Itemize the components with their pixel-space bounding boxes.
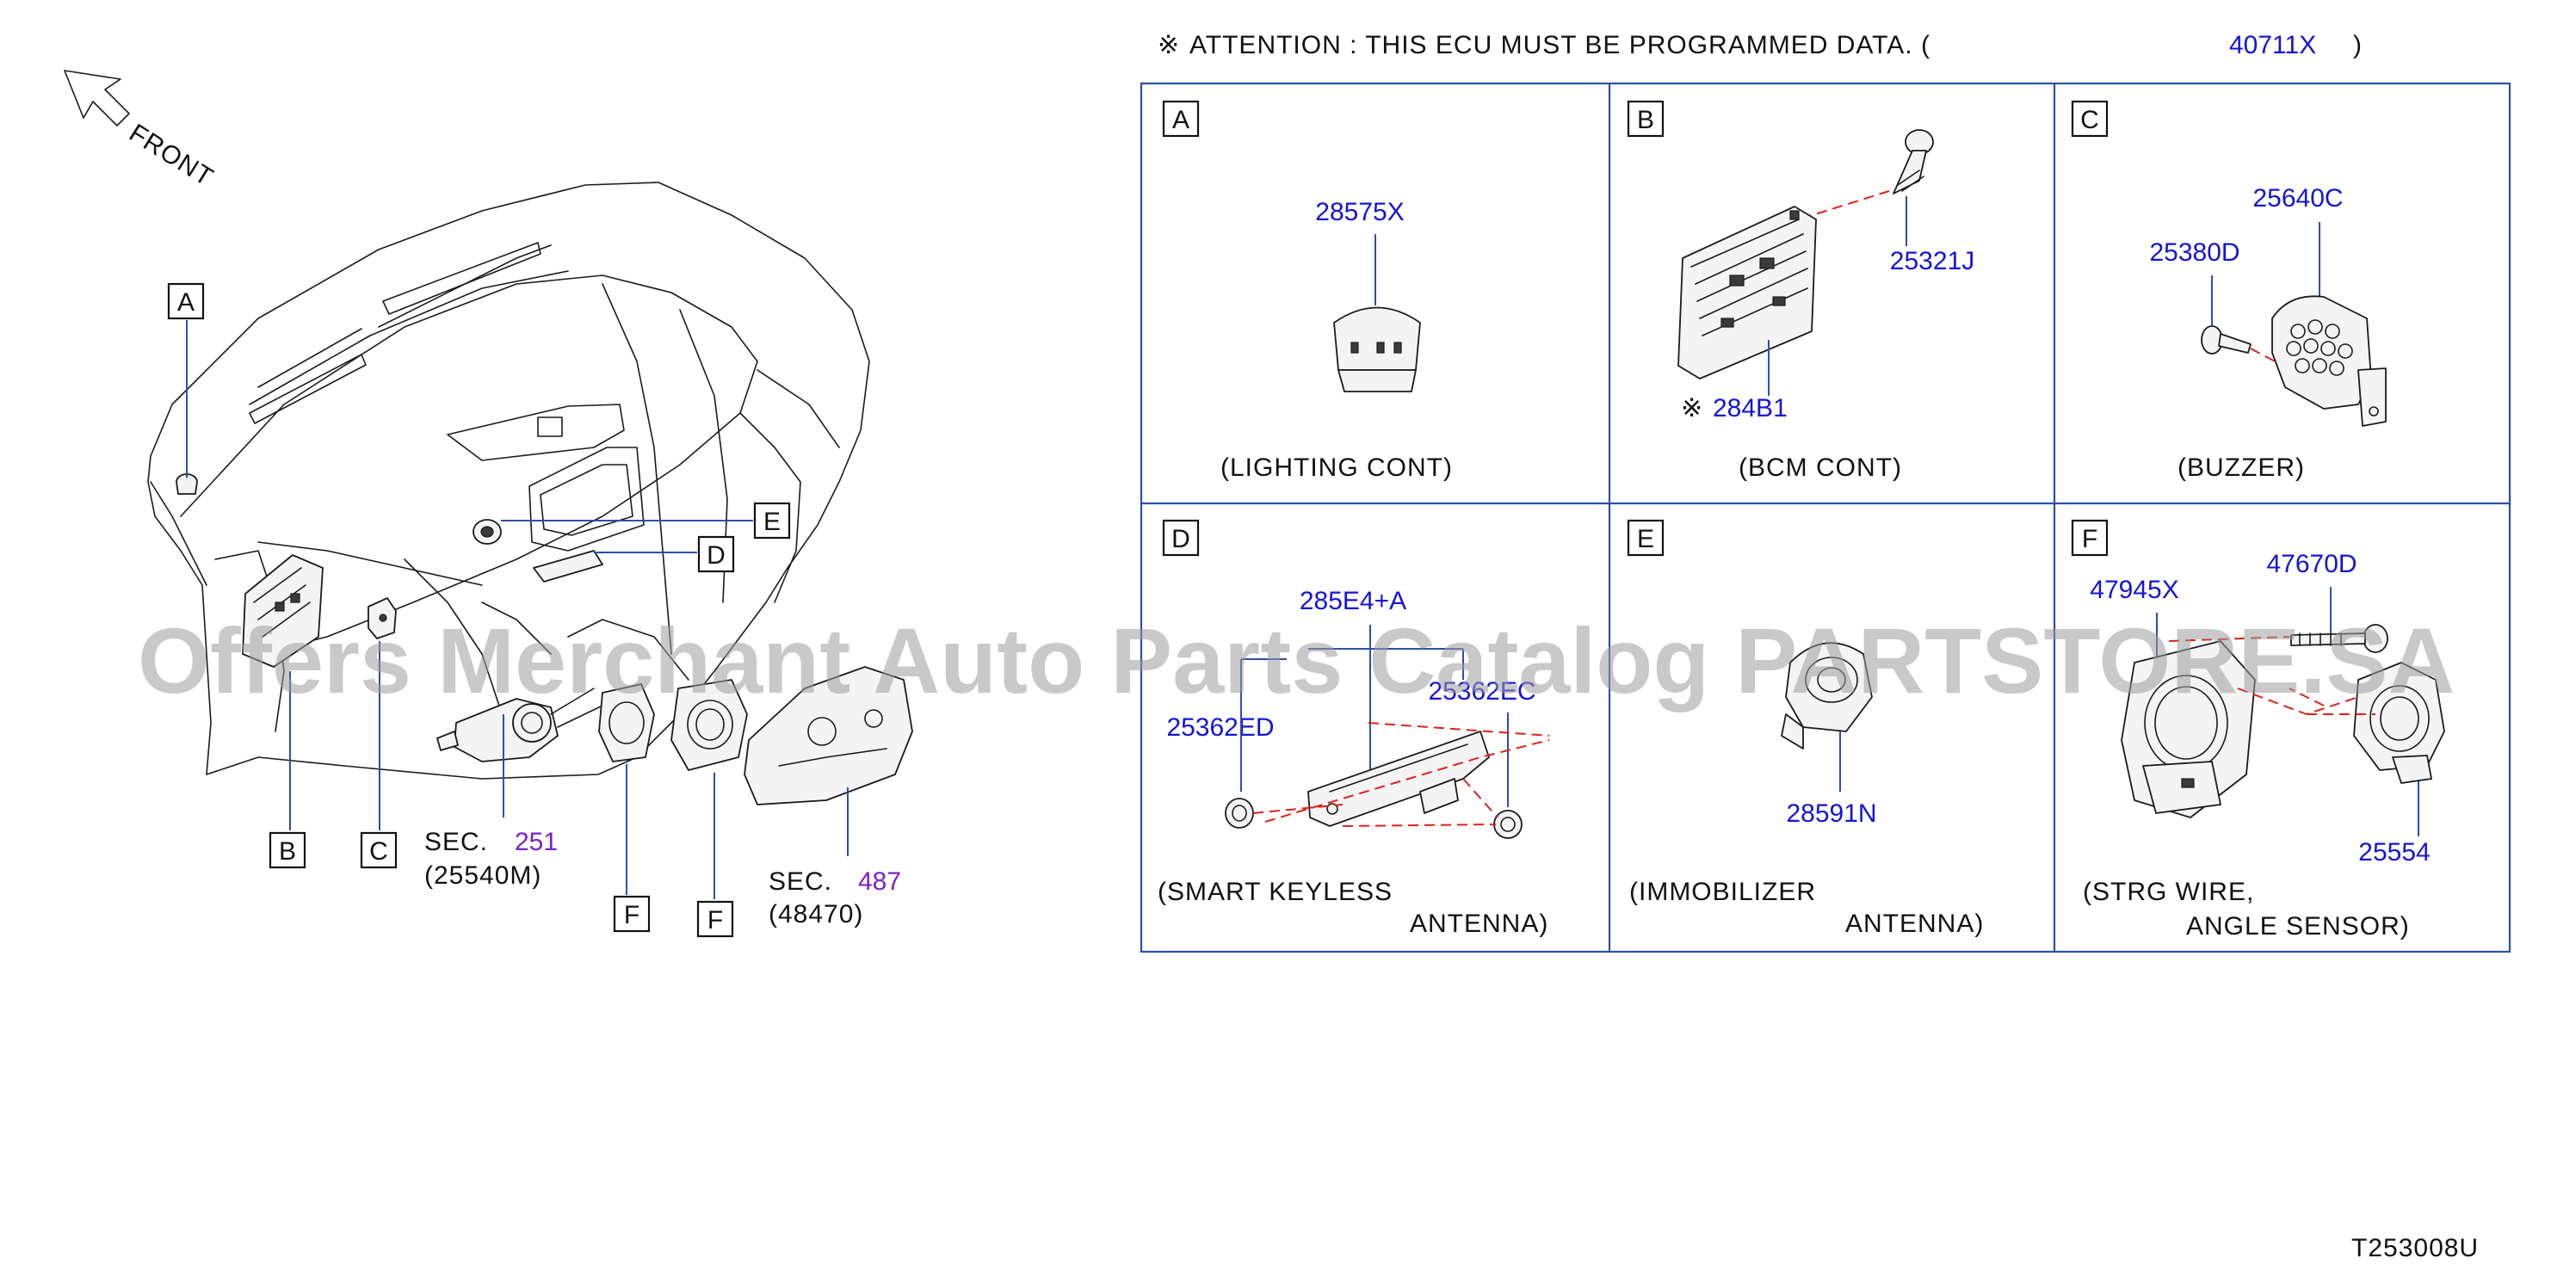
panel-b: B 25321J ※ 284B1 (BCM CONT) — [1627, 100, 1974, 482]
sec-487-prefix: SEC. — [769, 867, 832, 896]
overview-angle-sensor-icon — [670, 679, 748, 771]
dashboard-outline-icon — [147, 182, 870, 780]
callout-e[interactable]: E — [753, 502, 791, 540]
overview-immobilizer-icon — [473, 519, 502, 545]
buzzer-screw-icon — [2201, 325, 2252, 355]
panel-d-caption-2: ANTENNA) — [1410, 910, 1548, 938]
immobilizer-antenna-icon — [1781, 642, 1873, 750]
steering-wire-icon — [2121, 640, 2256, 818]
overview-keyless-antenna-icon — [533, 550, 603, 583]
panel-c: C 25640C 25380D (BUZZER) — [2071, 100, 2387, 482]
part-47670d[interactable]: 47670D — [2266, 550, 2357, 578]
sec-487-part: (48470) — [769, 900, 863, 928]
attention-text: ATTENTION : THIS ECU MUST BE PROGRAMMED … — [1189, 31, 1930, 59]
part-25321j[interactable]: 25321J — [1890, 247, 1974, 275]
buzzer-unit-icon — [2271, 295, 2387, 427]
antenna-grommet-left-icon — [1225, 798, 1254, 829]
part-285e4-a[interactable]: 285E4+A — [1300, 587, 1406, 615]
keyless-antenna-icon — [1307, 731, 1490, 827]
sec-251-part: (25540M) — [424, 861, 541, 890]
callout-d-label: D — [707, 541, 726, 570]
attention-line: ※ ATTENTION : THIS ECU MUST BE PROGRAMME… — [1158, 31, 2363, 59]
dashboard-drawing — [147, 182, 870, 780]
callout-a-label: A — [177, 288, 195, 317]
callout-f-1[interactable]: F — [613, 895, 651, 933]
panel-d: D 285E4+A 25362ED 25362EC (SMART KEYLESS… — [1158, 519, 1550, 938]
sec-487-number: 487 — [858, 867, 901, 896]
front-arrow: FRONT — [64, 70, 219, 192]
panel-b-caption: (BCM CONT) — [1739, 453, 1902, 482]
attention-close: ) — [2353, 31, 2363, 59]
attention-part-number[interactable]: 40711X — [2229, 31, 2316, 59]
panel-c-letter: C — [2080, 106, 2099, 134]
overview-lighting-switch-icon — [176, 473, 198, 495]
sec-487-ref[interactable]: SEC. 487 (48470) — [769, 867, 901, 928]
bcm-unit-icon — [1677, 206, 1817, 379]
part-25380d[interactable]: 25380D — [2149, 238, 2239, 267]
part-25640c[interactable]: 25640C — [2252, 184, 2343, 213]
panel-e-letter: E — [1637, 525, 1654, 553]
part-47945x[interactable]: 47945X — [2090, 576, 2178, 604]
callout-b-label: B — [279, 837, 296, 866]
front-label: FRONT — [124, 119, 218, 192]
callout-f-2-label: F — [707, 906, 723, 935]
antenna-grommet-right-icon — [1493, 810, 1523, 839]
callout-d[interactable]: D — [697, 535, 735, 573]
panel-f-caption-2: ANGLE SENSOR) — [2186, 912, 2410, 941]
sec-251-ref[interactable]: SEC. 251 (25540M) — [424, 828, 558, 890]
callout-a[interactable]: A — [167, 282, 205, 320]
part-28591n[interactable]: 28591N — [1786, 799, 1876, 828]
overview-bcm-icon — [242, 554, 324, 668]
panel-b-letter: B — [1637, 106, 1654, 134]
panel-a-letter: A — [1172, 106, 1189, 134]
panel-f-caption-1: (STRG WIRE, — [2083, 878, 2254, 906]
part-25554[interactable]: 25554 — [2358, 838, 2430, 867]
callout-f-1-label: F — [624, 901, 639, 929]
front-arrow-icon — [64, 70, 130, 126]
sec-251-number: 251 — [515, 828, 558, 856]
angle-sensor-icon — [2353, 662, 2445, 784]
callout-c-label: C — [369, 837, 388, 866]
panel-e-caption-1: (IMMOBILIZER — [1629, 878, 1816, 906]
part-284b1[interactable]: 284B1 — [1713, 394, 1788, 423]
part-28575x[interactable]: 28575X — [1315, 198, 1404, 226]
part-25362ec[interactable]: 25362EC — [1428, 677, 1535, 706]
watermark: Offers Merchant Auto Parts Catalog PARTS… — [138, 608, 2455, 713]
bcm-bolt-icon — [1893, 129, 1934, 194]
overview-leaders — [186, 320, 849, 899]
panel-f: F 47945X 47670D 25554 (STRG WIRE, ANGLE … — [2071, 519, 2445, 941]
callout-b[interactable]: B — [269, 831, 306, 869]
panel-c-caption: (BUZZER) — [2178, 453, 2305, 482]
panel-a-caption: (LIGHTING CONT) — [1220, 453, 1453, 482]
overview-column-cover-icon — [744, 666, 913, 805]
callout-e-label: E — [763, 508, 781, 536]
panel-d-caption-1: (SMART KEYLESS — [1158, 878, 1393, 906]
figure-id: T253008U — [2351, 1234, 2479, 1262]
overview-buzzer-icon — [368, 597, 397, 639]
panel-f-letter: F — [2082, 525, 2097, 553]
callout-c[interactable]: C — [360, 831, 398, 869]
panel-a: A 28575X (LIGHTING CONT) — [1162, 100, 1453, 482]
panel-e-caption-2: ANTENNA) — [1845, 910, 1984, 938]
panel-b-mark: ※ — [1681, 394, 1703, 423]
lighting-switch-icon — [1333, 306, 1421, 392]
overview-combination-switch-icon — [436, 688, 603, 762]
sec-251-prefix: SEC. — [424, 828, 488, 856]
angle-sensor-screw-icon — [2290, 624, 2388, 653]
attention-symbol: ※ — [1158, 31, 1180, 59]
detail-grid — [1140, 82, 2511, 953]
part-25362ed[interactable]: 25362ED — [1166, 713, 1274, 742]
overview-steering-wire-icon — [598, 683, 655, 762]
panel-d-letter: D — [1171, 525, 1190, 553]
panel-e: E 28591N (IMMOBILIZER ANTENNA) — [1627, 519, 1984, 938]
callout-f-2[interactable]: F — [696, 900, 734, 938]
